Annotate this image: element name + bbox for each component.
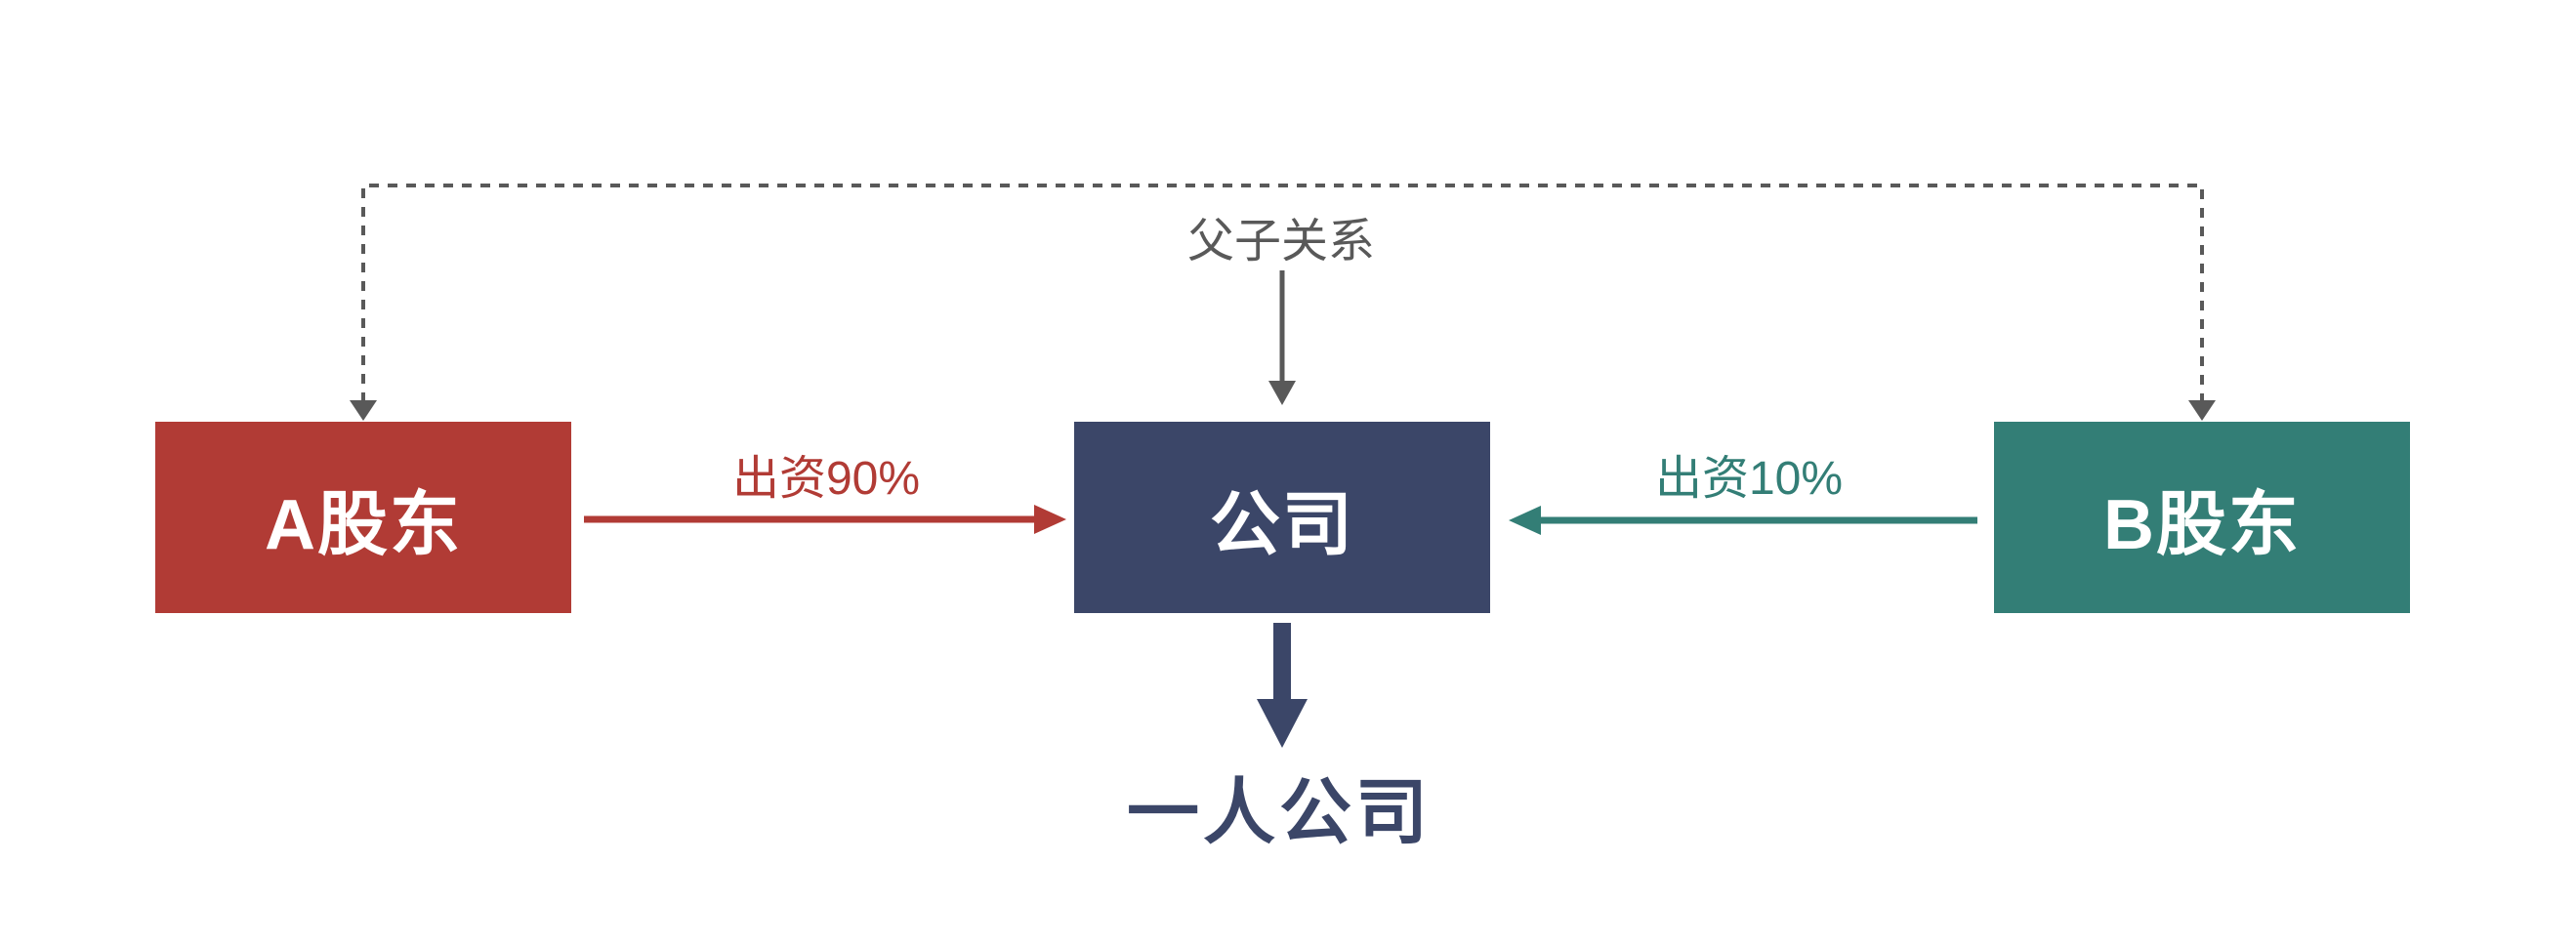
node-shareholder-b: B股东 [1994,422,2410,613]
node-company-label: 公司 [1209,485,1354,564]
arrowhead-down-to-company-icon [1268,381,1296,405]
invest-b-edge-label: 出资10% [1654,453,1844,505]
arrowhead-right-invest-a-icon [1034,505,1066,534]
arrowhead-down-to-shareholder-b-icon [2188,400,2216,421]
node-shareholder-b-label: B股东 [2103,485,2301,564]
node-shareholder-a-label: A股东 [265,485,462,564]
invest-a-edge-label: 出资90% [731,453,921,505]
arrowhead-left-invest-b-icon [1509,506,1541,535]
arrowhead-down-one-person-icon [1257,699,1308,748]
father-son-edge-label: 父子关系 [1186,216,1376,267]
node-one-person-company-label: 一人公司 [1127,771,1432,853]
father-son-dashed-connector [361,184,2204,402]
node-shareholder-a: A股东 [155,422,571,613]
one-person-arrow-shaft [1273,623,1291,701]
node-company: 公司 [1074,422,1490,613]
arrowhead-down-to-shareholder-a-icon [350,400,377,421]
